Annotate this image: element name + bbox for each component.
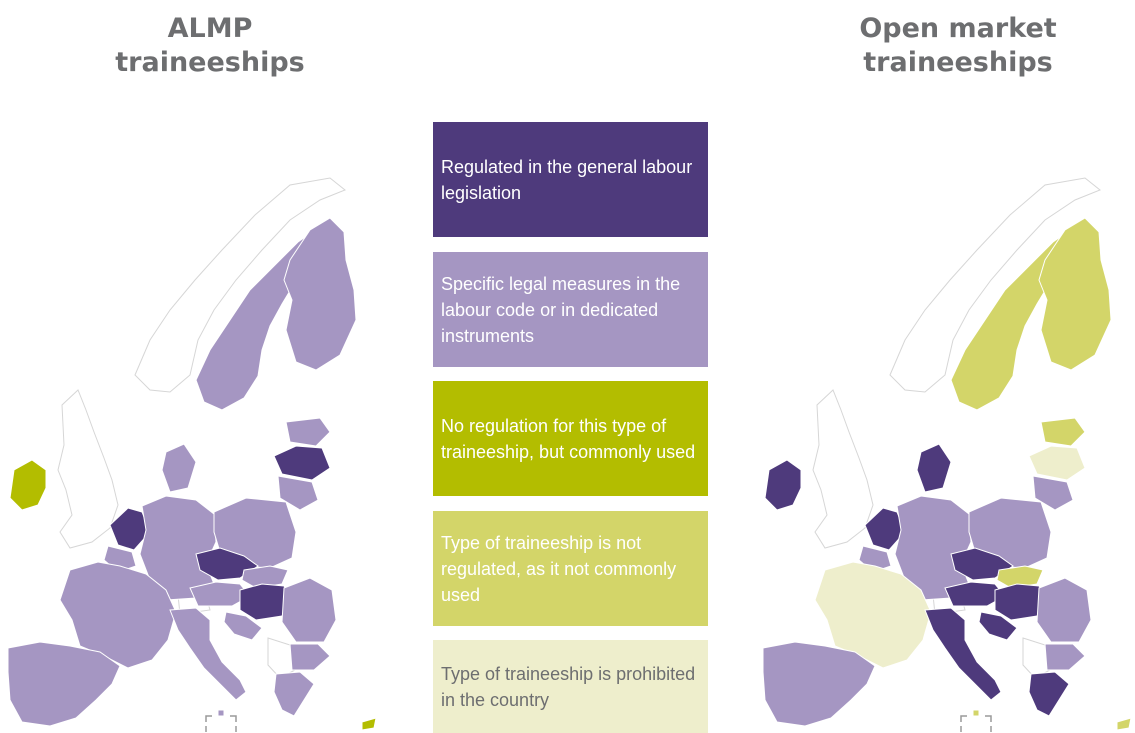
country-cyprus [361, 717, 377, 731]
country-greece [273, 671, 315, 717]
country-estonia [285, 417, 331, 447]
country-malta [972, 709, 980, 717]
open-market-title-line1: Open market [859, 13, 1057, 44]
legend-label: Regulated in the general labour legislat… [441, 156, 693, 203]
legend-specific-measures: Specific legal measures in the labour co… [433, 252, 708, 367]
country-bulgaria [289, 643, 331, 671]
uk-outline [812, 389, 874, 549]
legend-prohibited: Type of traineeship is prohibited in the… [433, 640, 708, 733]
country-greece [1028, 671, 1070, 717]
legend-not-regulated-uncommon: Type of traineeship is not regulated, as… [433, 511, 708, 626]
malta-inset-marker [205, 715, 237, 732]
legend-label: Specific legal measures in the labour co… [441, 273, 681, 346]
malta-inset-marker [960, 715, 992, 732]
country-denmark [916, 443, 952, 493]
country-croatia [978, 611, 1018, 641]
country-spain-portugal [7, 641, 121, 727]
norway-outline [134, 177, 346, 393]
country-denmark [161, 443, 197, 493]
norway-outline [889, 177, 1101, 393]
country-bulgaria [1044, 643, 1086, 671]
country-malta [217, 709, 225, 717]
country-lithuania [1032, 475, 1074, 511]
country-finland [283, 217, 357, 371]
legend-label: No regulation for this type of traineesh… [441, 415, 696, 462]
country-ireland [9, 459, 47, 511]
almp-map [7, 177, 377, 732]
country-romania [281, 577, 337, 643]
country-ireland [764, 459, 802, 511]
country-latvia [273, 445, 331, 481]
country-france [59, 561, 177, 669]
country-italy [924, 607, 1002, 701]
legend-label: Type of traineeship is prohibited in the… [441, 663, 696, 710]
legend-no-regulation-common: No regulation for this type of traineesh… [433, 381, 708, 496]
country-latvia [1028, 445, 1086, 481]
country-spain-portugal [762, 641, 876, 727]
almp-title-line1: ALMP [167, 13, 253, 44]
country-slovakia [241, 565, 289, 589]
legend-label: Type of traineeship is not regulated, as… [441, 532, 677, 605]
country-estonia [1040, 417, 1086, 447]
country-croatia [223, 611, 263, 641]
country-lithuania [277, 475, 319, 511]
legend-general-labour: Regulated in the general labour legislat… [433, 122, 708, 237]
country-finland [1038, 217, 1112, 371]
country-poland [213, 497, 297, 569]
country-poland [968, 497, 1052, 569]
country-france [814, 561, 932, 669]
country-romania [1036, 577, 1092, 643]
open-market-title-line2: traineeships [863, 47, 1053, 78]
uk-outline [57, 389, 119, 549]
country-italy [169, 607, 247, 701]
almp-title: ALMP traineeships [60, 12, 360, 80]
country-cyprus [1116, 717, 1132, 731]
open-market-map [762, 177, 1132, 732]
country-slovakia [996, 565, 1044, 589]
open-market-title: Open market traineeships [808, 12, 1108, 80]
almp-title-line2: traineeships [115, 47, 305, 78]
